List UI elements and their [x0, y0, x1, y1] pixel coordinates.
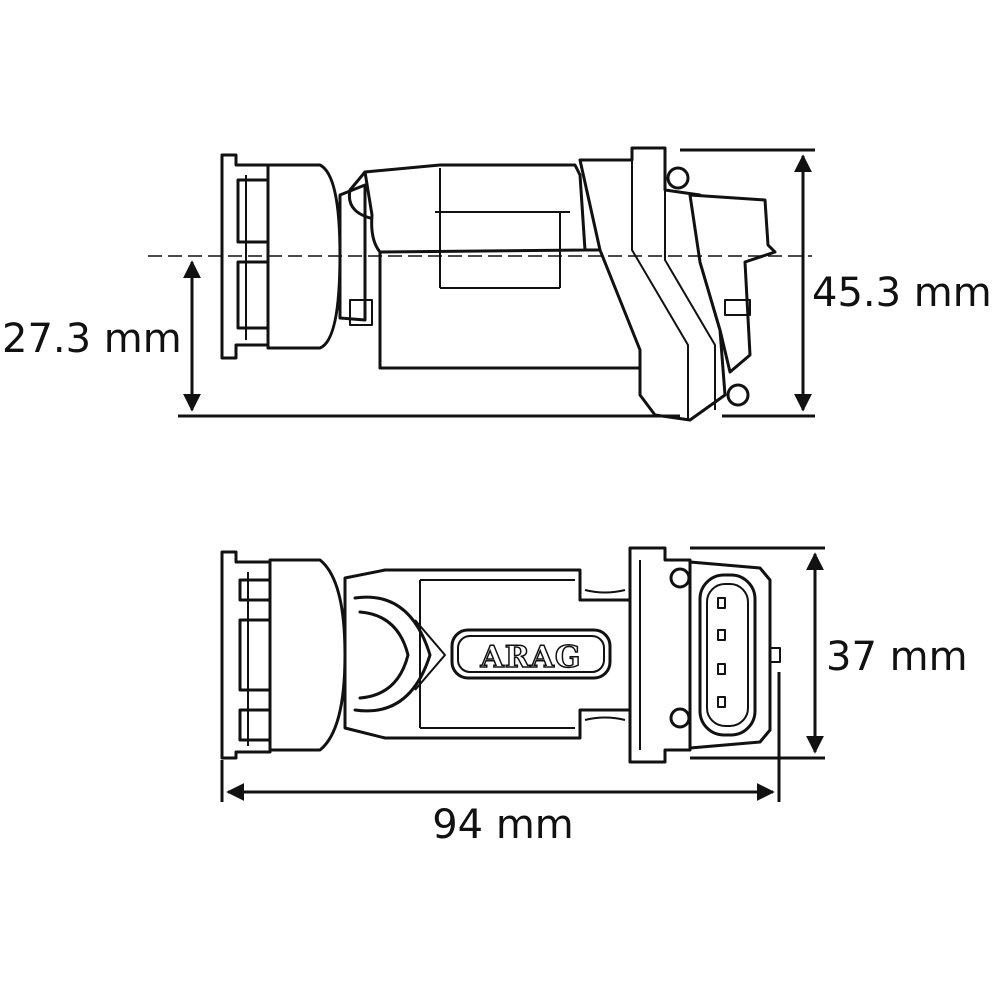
- side-screw-top: [666, 166, 690, 190]
- connector-latch: [769, 647, 781, 663]
- top-screw-upper: [669, 567, 691, 589]
- logo-plate: [450, 628, 612, 680]
- side-main-body: [378, 248, 642, 370]
- connector-pins: [717, 597, 726, 708]
- top-bracket: [628, 546, 692, 764]
- top-flange: [220, 550, 272, 760]
- dim-label-length: 94 mm: [432, 802, 574, 848]
- top-view: ARAG: [220, 546, 781, 764]
- top-screw-lower: [669, 707, 691, 729]
- connector-socket: [698, 573, 757, 737]
- side-screw-bottom: [726, 383, 750, 407]
- side-rear-housing: [688, 193, 777, 374]
- side-upper-body: [363, 163, 587, 254]
- dim-label-width: 37 mm: [826, 634, 968, 680]
- top-u-clip: [353, 595, 432, 713]
- brand-logo: ARAG: [479, 640, 581, 675]
- side-neck: [338, 183, 367, 322]
- dim-label-height-total: 45.3 mm: [812, 270, 992, 316]
- top-cap: [268, 558, 347, 752]
- dim-label-axis-height: 27.3 mm: [2, 316, 182, 362]
- side-view: [220, 146, 777, 422]
